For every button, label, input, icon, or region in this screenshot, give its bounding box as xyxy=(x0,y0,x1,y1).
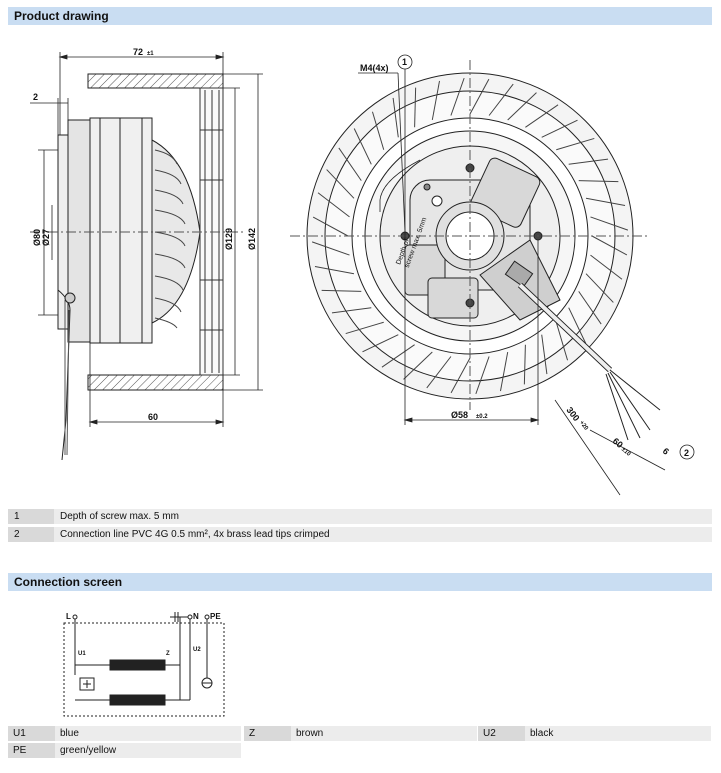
note-number: 1 xyxy=(8,509,54,524)
blade-slot xyxy=(450,357,471,394)
connection-screen-header: Connection screen xyxy=(8,573,712,591)
blade-slot xyxy=(488,83,514,116)
blade-slot xyxy=(475,356,490,395)
winding-aux xyxy=(109,694,166,706)
terminal-l: L xyxy=(66,612,71,621)
blade-slot xyxy=(312,216,349,237)
blade-slot xyxy=(541,334,548,375)
side-dimensions xyxy=(30,52,263,427)
blade-slot xyxy=(578,291,602,325)
blade-slot xyxy=(556,137,595,151)
connection-diagram: L N PE U1 Z U2 xyxy=(63,612,225,717)
blade-slot xyxy=(591,235,628,256)
blade-slot xyxy=(469,78,490,115)
product-drawing-header: Product drawing xyxy=(8,7,712,25)
dim-d58-tol: ±0.2 xyxy=(476,414,488,420)
blade-slot xyxy=(392,97,399,138)
winding-main xyxy=(109,659,166,671)
impeller-bottom-band xyxy=(87,374,224,391)
blade-slot xyxy=(331,307,372,314)
blade-slot xyxy=(585,273,614,303)
screw-label: M4(4x) xyxy=(360,63,389,73)
blade-slot xyxy=(499,351,509,392)
strip-length-label: 60 xyxy=(611,436,625,450)
terminal-n: N xyxy=(193,612,199,621)
dim-d58-label: Ø58 xyxy=(451,410,468,420)
legend-key: PE xyxy=(8,743,55,758)
label-u2: U2 xyxy=(193,647,201,653)
legend-key: U1 xyxy=(8,726,55,741)
blade-slot xyxy=(345,321,384,335)
blade-slot xyxy=(314,265,355,275)
blade-slot xyxy=(311,241,350,256)
front-view xyxy=(290,60,661,441)
dim-width-tol: ±1 xyxy=(147,51,154,57)
blade-slot xyxy=(371,111,385,150)
cooling-fins xyxy=(154,149,186,329)
blade-slot xyxy=(568,307,587,344)
front-dimensions xyxy=(358,54,695,496)
legend-key: U2 xyxy=(478,726,525,741)
blade-slots xyxy=(311,77,629,395)
dim-d142-label: Ø142 xyxy=(247,228,257,250)
note-text: Depth of screw max. 5 mm xyxy=(54,509,712,524)
blade-slot xyxy=(338,147,362,181)
cable-length-label: 300 xyxy=(564,405,581,423)
label-z: Z xyxy=(166,651,170,657)
blade-slot xyxy=(326,169,355,199)
dim-width-label: 72 xyxy=(133,47,143,57)
blade-slot xyxy=(523,344,526,385)
dim-d80-label: Ø80 xyxy=(32,229,42,246)
cable-length-tol: +20 xyxy=(578,420,589,432)
dim-bottom-label: 60 xyxy=(148,412,158,422)
label-u1: U1 xyxy=(78,651,86,657)
callout-1-label: 1 xyxy=(402,57,407,67)
tip-length-label: 6 xyxy=(661,446,671,457)
blade-slot xyxy=(353,128,372,165)
blade-slot xyxy=(403,351,433,380)
blade-slot xyxy=(431,80,441,121)
strip-length-tol: ±10 xyxy=(620,447,632,458)
blade-slot xyxy=(525,104,559,128)
legend-value: green/yellow xyxy=(55,743,241,758)
dim-offset-label: 2 xyxy=(33,92,38,102)
blade-slot xyxy=(450,77,465,116)
impeller-top-band xyxy=(87,73,224,89)
blade-slot xyxy=(321,289,362,292)
blade-slot xyxy=(381,344,415,368)
callout-1-circle xyxy=(397,54,413,70)
blade-slot xyxy=(590,216,629,231)
note-text: Connection line PVC 4G 0.5 mm², 4x brass… xyxy=(54,527,712,542)
legend-key: Z xyxy=(244,726,291,741)
callout-2-circle xyxy=(679,444,695,460)
blade-slot xyxy=(555,322,569,361)
terminal-pe: PE xyxy=(210,612,221,621)
blade-slot xyxy=(541,119,578,138)
dim-d129-label: Ø129 xyxy=(224,228,234,250)
dim-d27-label: Ø27 xyxy=(41,229,51,246)
legend-value: blue xyxy=(55,726,241,741)
blade-slot xyxy=(507,92,537,121)
legend-value: brown xyxy=(291,726,477,741)
blade-slot xyxy=(585,197,626,207)
blade-slot xyxy=(317,192,350,218)
note-row-1: 1 Depth of screw max. 5 mm xyxy=(8,509,712,524)
blade-slot xyxy=(578,180,619,183)
note-row-2: 2 Connection line PVC 4G 0.5 mm², 4x bra… xyxy=(8,527,712,542)
blade-slot xyxy=(568,158,609,165)
blade-slot xyxy=(426,356,452,389)
blade-slot xyxy=(414,87,417,128)
blade-slot xyxy=(362,334,399,353)
blade-slot xyxy=(590,254,623,280)
product-drawing: 72 ±1 2 Ø80 Ø27 Ø129 Ø142 60 xyxy=(30,47,695,496)
motor-body xyxy=(89,117,153,344)
callout-2-label: 2 xyxy=(684,448,689,458)
legend-value: black xyxy=(525,726,711,741)
side-view xyxy=(30,73,245,461)
note-number: 2 xyxy=(8,527,54,542)
